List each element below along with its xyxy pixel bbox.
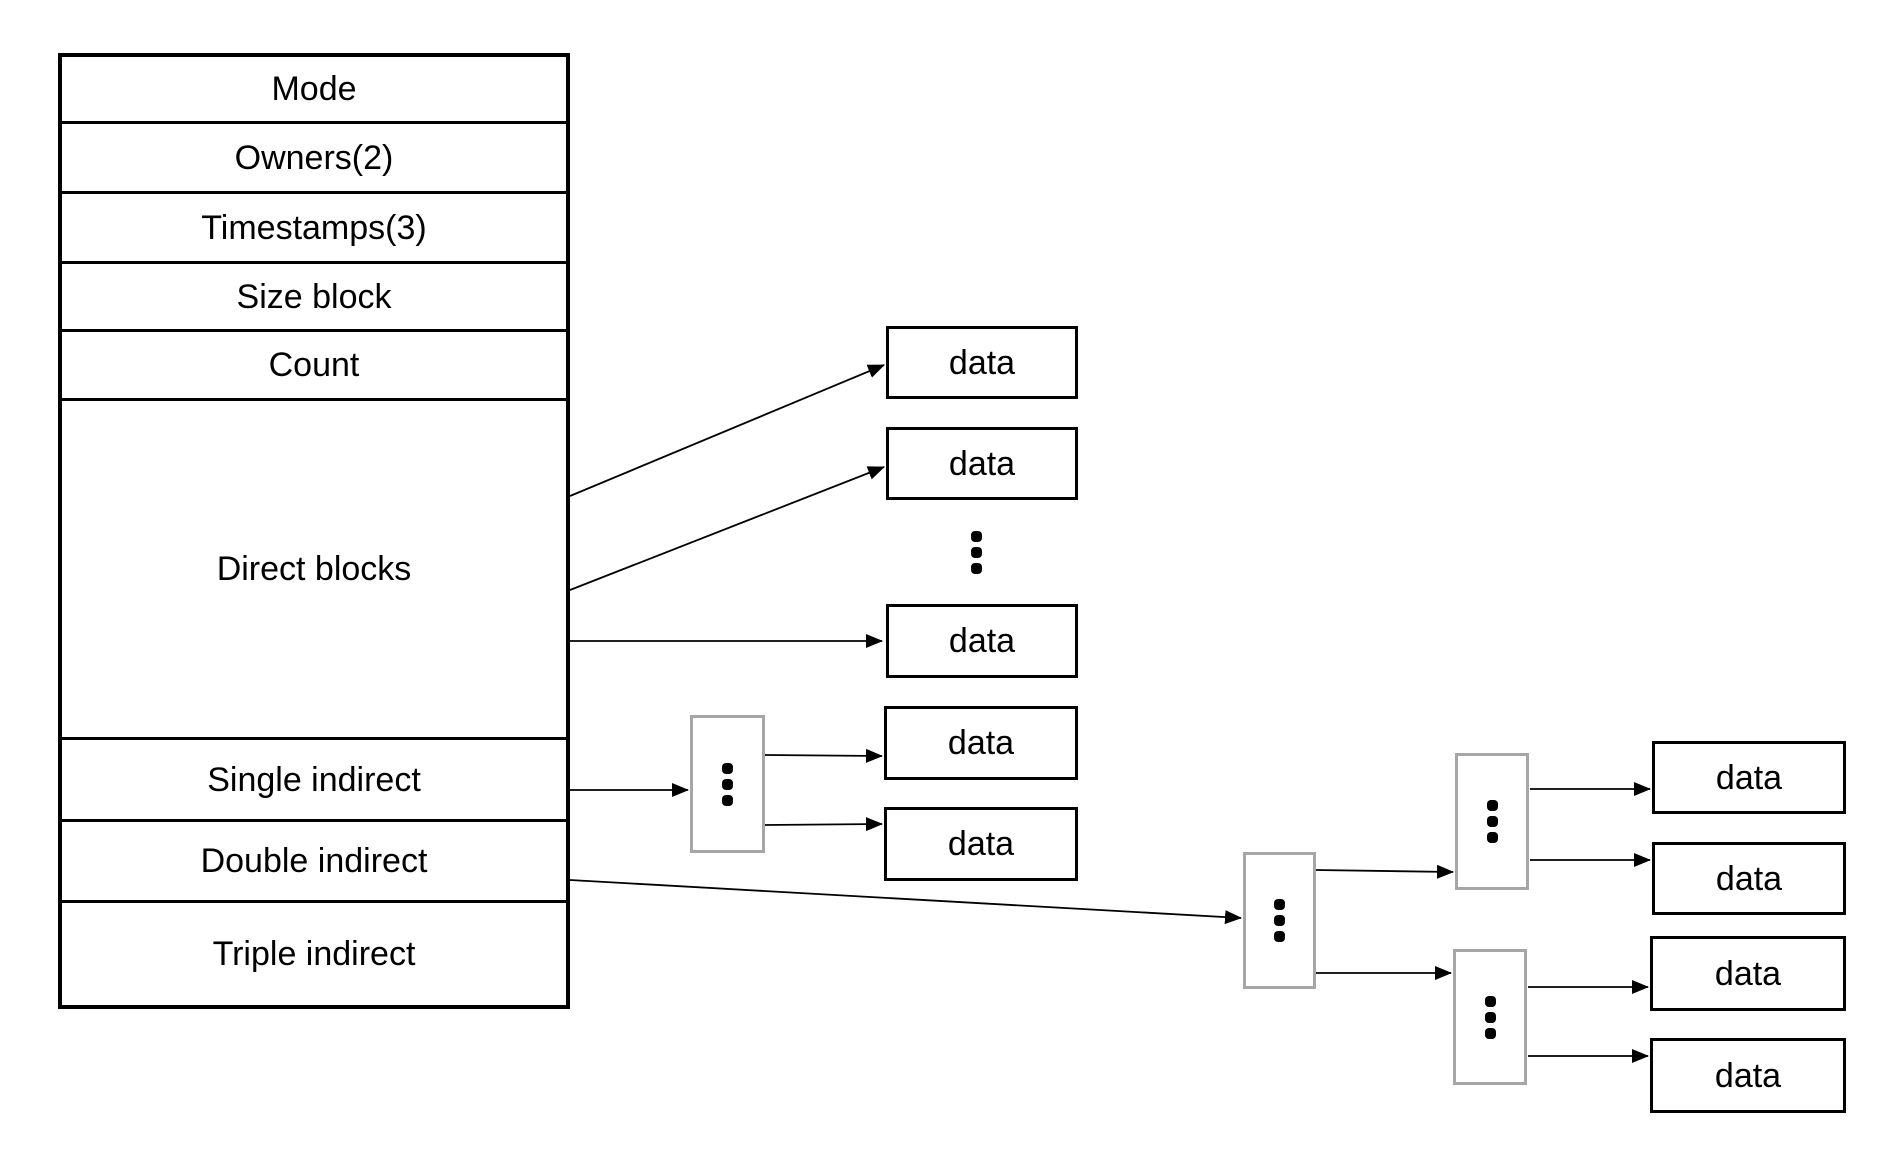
double-indirect-level2-upper-block	[1455, 753, 1529, 890]
data-block-double-1: data	[1652, 741, 1846, 814]
data-block-direct-1: data	[886, 326, 1078, 399]
data-block-label: data	[1715, 758, 1783, 797]
data-block-label: data	[1714, 954, 1782, 993]
data-block-direct-2: data	[886, 427, 1078, 500]
data-block-label: data	[948, 343, 1016, 382]
data-block-double-4: data	[1650, 1038, 1846, 1113]
data-block-label: data	[948, 622, 1016, 660]
row-label: Double indirect	[200, 842, 428, 880]
vertical-ellipsis-icon	[1274, 899, 1285, 942]
arrow-single-to-data-1	[764, 748, 883, 763]
table-row-triple-indirect: Triple indirect	[62, 903, 566, 1005]
table-row-size-block: Size block	[62, 264, 566, 332]
table-row-direct-blocks: Direct blocks	[62, 401, 566, 740]
vertical-ellipsis-icon	[1484, 995, 1496, 1039]
vertical-ellipsis-icon	[971, 531, 982, 574]
row-label: Count	[268, 346, 360, 384]
row-label: Mode	[271, 70, 357, 108]
vertical-ellipsis-icon	[1486, 800, 1498, 843]
data-block-label: data	[1715, 859, 1783, 898]
table-row-timestamps: Timestamps(3)	[62, 194, 566, 264]
data-block-label: data	[1714, 1056, 1782, 1095]
row-label: Direct blocks	[216, 550, 412, 588]
data-block-label: data	[947, 724, 1015, 762]
table-row-single-indirect: Single indirect	[62, 740, 566, 822]
arrow-single-to-data-2	[764, 817, 883, 832]
double-indirect-level1-block	[1243, 852, 1316, 989]
table-row-double-indirect: Double indirect	[62, 822, 566, 903]
table-row-count: Count	[62, 332, 566, 401]
table-row-mode: Mode	[62, 57, 566, 124]
arrow-double-indirect	[569, 879, 1242, 925]
data-block-label: data	[948, 444, 1016, 483]
inode-table: Mode Owners(2) Timestamps(3) Size block …	[58, 53, 570, 1009]
row-label: Triple indirect	[212, 935, 416, 973]
table-row-owners: Owners(2)	[62, 124, 566, 194]
data-block-double-3: data	[1650, 936, 1846, 1011]
arrow-direct-2	[569, 466, 885, 591]
double-indirect-level2-lower-block	[1453, 949, 1527, 1085]
arrow-l1-to-l2-upper	[1315, 864, 1454, 879]
arrow-direct-1	[569, 364, 885, 497]
data-block-single-1: data	[884, 706, 1078, 780]
row-label: Timestamps(3)	[201, 208, 427, 247]
data-block-single-2: data	[884, 807, 1078, 881]
row-label: Size block	[236, 277, 392, 316]
data-block-double-2: data	[1652, 842, 1846, 915]
vertical-ellipsis-icon	[722, 762, 733, 806]
data-block-label: data	[947, 825, 1015, 863]
single-indirect-block	[690, 715, 765, 853]
data-block-direct-3: data	[886, 604, 1078, 678]
row-label: Single indirect	[207, 760, 421, 799]
row-label: Owners(2)	[234, 138, 394, 177]
